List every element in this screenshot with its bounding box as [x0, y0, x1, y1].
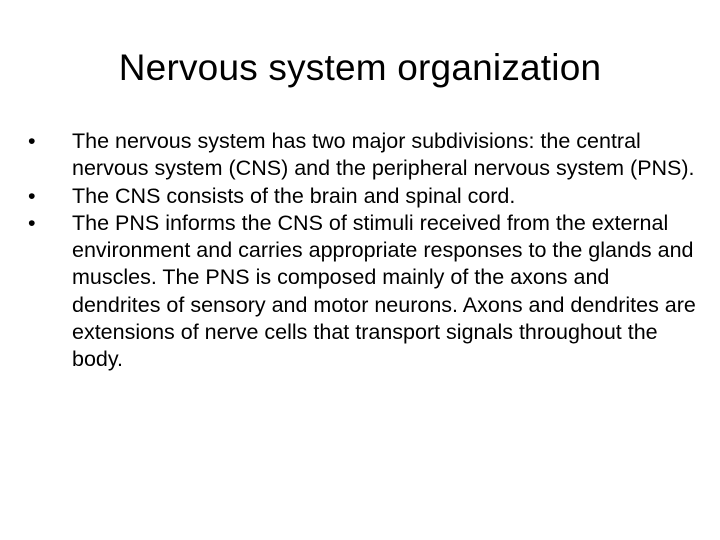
bullet-item-subdivisions: • The nervous system has two major subdi… [26, 128, 696, 183]
bullet-marker: • [28, 183, 36, 208]
bullet-text: The CNS consists of the brain and spinal… [72, 183, 516, 208]
bullet-item-cns: • The CNS consists of the brain and spin… [26, 183, 696, 210]
slide-title: Nervous system organization [118, 47, 602, 88]
bullet-item-pns: • The PNS informs the CNS of stimuli rec… [26, 210, 696, 374]
bullet-text: The nervous system has two major subdivi… [72, 129, 695, 181]
bullet-list: • The nervous system has two major subdi… [26, 128, 696, 374]
bullet-text: The PNS informs the CNS of stimuli recei… [72, 210, 696, 372]
bullet-marker: • [28, 210, 36, 235]
bullet-marker: • [28, 129, 36, 153]
